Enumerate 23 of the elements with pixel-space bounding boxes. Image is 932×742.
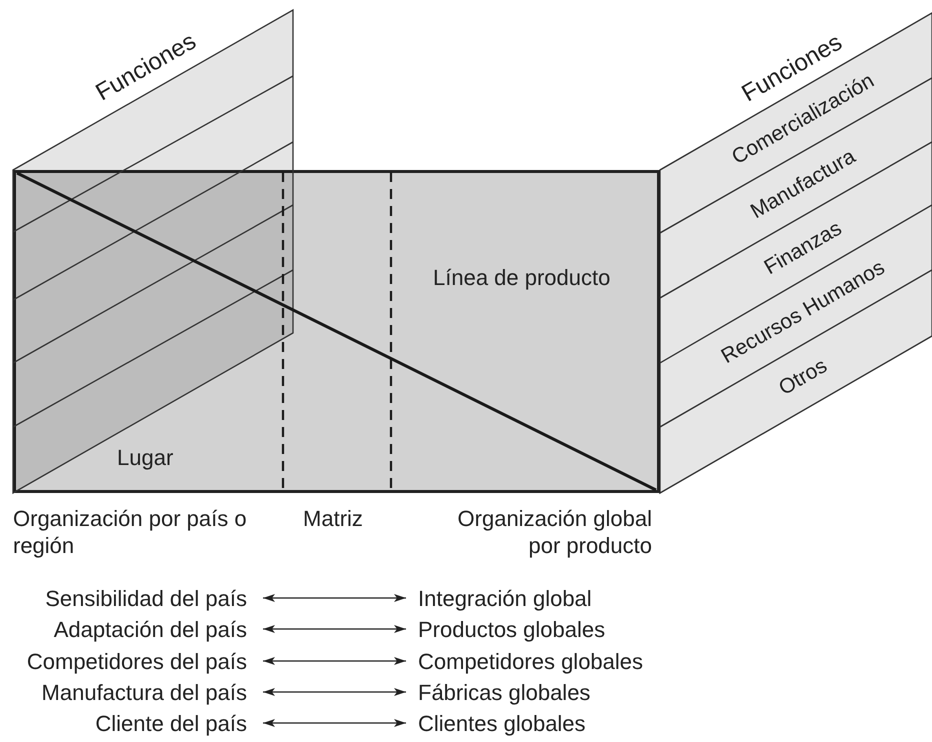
factor-label: Clientes globales	[418, 710, 586, 736]
factor-label: Competidores del país	[26, 648, 247, 674]
axis-label: Organización global por producto	[456, 505, 652, 559]
double-arrow	[263, 657, 406, 665]
region-label: Lugar	[117, 444, 174, 471]
function-panel	[13, 10, 293, 493]
double-arrow	[263, 688, 406, 696]
function-panel	[660, 13, 932, 493]
axis-label: Organización por país o región	[13, 505, 247, 559]
double-arrow	[263, 719, 406, 727]
double-arrow	[263, 625, 406, 633]
factor-label: Sensibilidad del país	[45, 584, 247, 612]
factor-label: Fábricas globales	[418, 678, 590, 706]
band-label: Otros	[775, 354, 832, 402]
factor-label: Cliente del país	[95, 710, 247, 736]
double-arrow	[263, 594, 406, 602]
factor-label: Competidores globales	[418, 648, 644, 674]
factor-label: Adaptación del país	[54, 616, 247, 642]
factor-label: Productos globales	[418, 616, 606, 642]
factor-label: Integración global	[418, 584, 592, 612]
axis-label: Matriz	[302, 505, 364, 532]
region-label: Línea de producto	[433, 264, 610, 291]
factor-label: Manufactura del país	[42, 678, 247, 706]
